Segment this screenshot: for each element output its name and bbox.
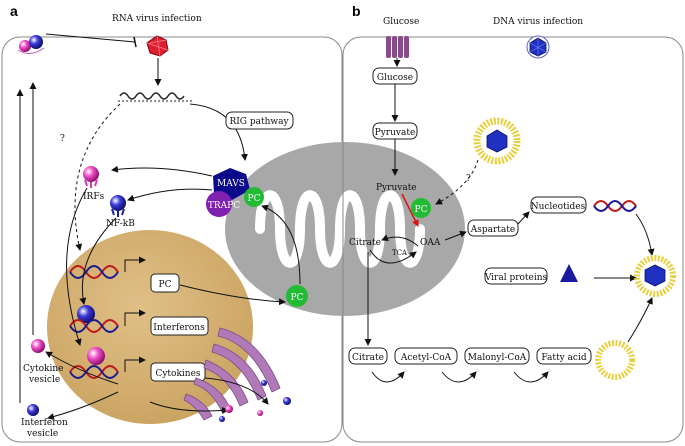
interferon-vesicle-label-2: vesicle: [26, 429, 58, 439]
panel-b-letter: b: [352, 3, 361, 19]
acetyl-coa-box: [394, 347, 458, 365]
golgi-apparatus: [183, 327, 281, 421]
rig-pathway-box: [225, 111, 294, 130]
rna-virus-icon: [146, 35, 169, 57]
nucleotides-box: [530, 196, 587, 214]
gene-pc-box: [150, 273, 180, 293]
rna-virus-infection-label: RNA virus infection: [112, 14, 202, 24]
aspartate-box: [467, 219, 519, 237]
nucleotides-label: Nucleotides: [531, 202, 586, 212]
rna-strand-icon: [119, 92, 185, 100]
enveloped-virus-top-icon: [473, 117, 521, 165]
gene-cytokines-label: Cytokines: [155, 369, 200, 379]
panel-a-letter: a: [10, 3, 18, 19]
dna-helix-pc-icon: [69, 265, 119, 279]
tca-label: TCA: [392, 249, 408, 257]
lipid-envelope-icon: [595, 340, 635, 380]
question-mark-a: ?: [60, 134, 65, 144]
gene-cytokines-box: [150, 362, 206, 382]
malonyl-coa-label: Malonyl-CoA: [468, 353, 527, 363]
acetyl-coa-label: Acetyl-CoA: [400, 353, 452, 363]
pyruvate-top-label: Pyruvate: [375, 128, 416, 138]
irfs-label: IRFs: [83, 192, 105, 202]
viral-proteins-box: [484, 267, 548, 285]
interferon-vesicle-icon: [27, 404, 39, 416]
fatty-acid-box: [536, 347, 592, 365]
viral-proteins-label: Viral proteins: [484, 273, 548, 283]
glucose-label: Glucose: [377, 73, 413, 83]
tca-bottom-arrow: [369, 249, 417, 264]
pc-cyto-circle: [286, 285, 308, 307]
citrate-box: [348, 347, 388, 365]
virus-particle-pair-icon: [17, 35, 45, 54]
glucose-top-label: Glucose: [383, 17, 419, 27]
trapc-label: TRAPC: [208, 201, 240, 211]
dna-helix-interferons-icon: [69, 305, 119, 333]
gene-interferons-box: [150, 316, 209, 336]
viral-protein-triangle-icon: [560, 264, 578, 282]
mavs-trapc-complex: [206, 168, 250, 217]
cytokine-vesicle-label-2: vesicle: [28, 375, 60, 385]
aspartate-label: Aspartate: [470, 225, 515, 235]
cell-b-membrane: [342, 36, 684, 443]
cytokine-vesicle-label-1: Cytokine: [23, 364, 63, 374]
tca-top-arrow: [381, 234, 419, 247]
pc-reaction-arrow: [401, 193, 419, 227]
pc-b-label: PC: [415, 205, 428, 215]
nfkb-icon: [110, 195, 126, 217]
oaa-label: OAA: [420, 238, 441, 248]
glucose-transporter-icon: [386, 36, 409, 58]
pc-b-circle: [411, 198, 431, 218]
dna-helix-b-icon: [593, 200, 637, 212]
gene-pc-label: PC: [159, 280, 172, 290]
question-mark-b: ?: [466, 174, 471, 184]
pc-cyto-label: PC: [291, 293, 304, 303]
pyruvate-mito-label: Pyruvate: [376, 183, 417, 193]
gene-interferons-label: Interferons: [153, 323, 205, 333]
dna-virus-icon: [526, 35, 550, 59]
dna-virus-infection-label: DNA virus infection: [493, 17, 583, 27]
mavs-label: MAVS: [217, 179, 245, 189]
citrate-bottom-label: Citrate: [352, 353, 384, 363]
rig-pathway-label: RIG pathway: [229, 117, 289, 127]
malonyl-coa-box: [464, 347, 530, 365]
mitochondrion: [225, 142, 465, 316]
pc-mito-circle: [244, 187, 264, 207]
citrate-mito-label: Citrate: [349, 238, 381, 248]
nfkb-label: NF-kB: [106, 219, 135, 229]
pc-mito-label: PC: [248, 194, 261, 204]
cytokine-vesicle-icon: [31, 339, 45, 353]
interferon-vesicle-label-1: Interferon: [21, 418, 68, 428]
secreted-particles: [219, 380, 291, 422]
assembled-virion-icon: [634, 255, 676, 297]
inhibition-line: [45, 33, 136, 43]
fatty-acid-label: Fatty acid: [541, 353, 586, 363]
irfs-icon: [83, 166, 99, 188]
dna-helix-cytokines-icon: [69, 347, 119, 379]
